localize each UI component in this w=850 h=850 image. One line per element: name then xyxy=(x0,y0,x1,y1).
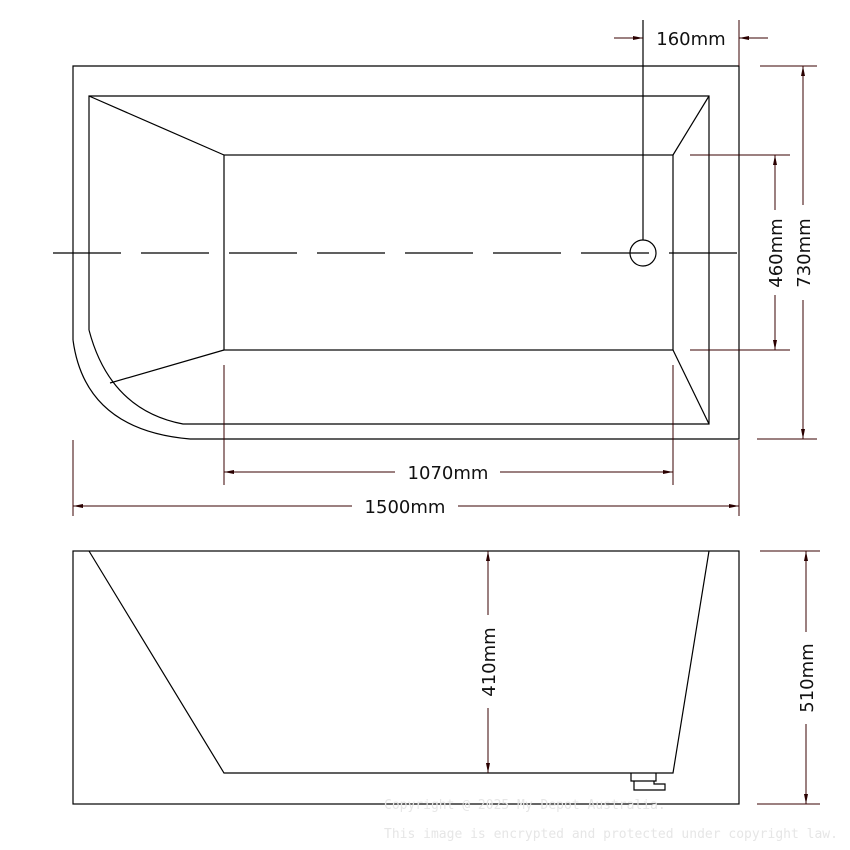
top-view xyxy=(53,20,740,440)
dimension-1070: 1070mm xyxy=(223,365,674,485)
outer-curve xyxy=(72,339,191,440)
dimension-730: 730mm xyxy=(757,65,817,440)
dim-label: 1070mm xyxy=(408,463,489,484)
side-view xyxy=(72,550,740,805)
dimension-160: 160mm xyxy=(614,20,768,66)
waste-outlet-icon xyxy=(630,773,666,791)
dimension-410: 410mm xyxy=(479,551,500,773)
dim-label: 160mm xyxy=(656,29,725,50)
inner-rim xyxy=(88,95,710,425)
dim-label: 460mm xyxy=(766,218,787,287)
dimension-510: 510mm xyxy=(757,550,820,805)
watermark-line2: This image is encrypted and protected un… xyxy=(384,827,838,842)
side-outline xyxy=(72,550,740,805)
basin-slope xyxy=(109,349,225,384)
dim-label: 410mm xyxy=(479,627,500,696)
dimension-1500: 1500mm xyxy=(72,440,740,518)
dim-label: 510mm xyxy=(797,643,818,712)
dim-label: 730mm xyxy=(794,218,815,287)
dimension-460: 460mm xyxy=(690,154,790,351)
basin-slope xyxy=(672,95,710,156)
watermark-line1: Copyright @ 2025 My Depot Australia. xyxy=(384,798,666,813)
basin-profile xyxy=(88,550,710,774)
basin-slope xyxy=(88,95,225,156)
dim-label: 1500mm xyxy=(365,497,446,518)
basin-slope xyxy=(672,349,710,425)
